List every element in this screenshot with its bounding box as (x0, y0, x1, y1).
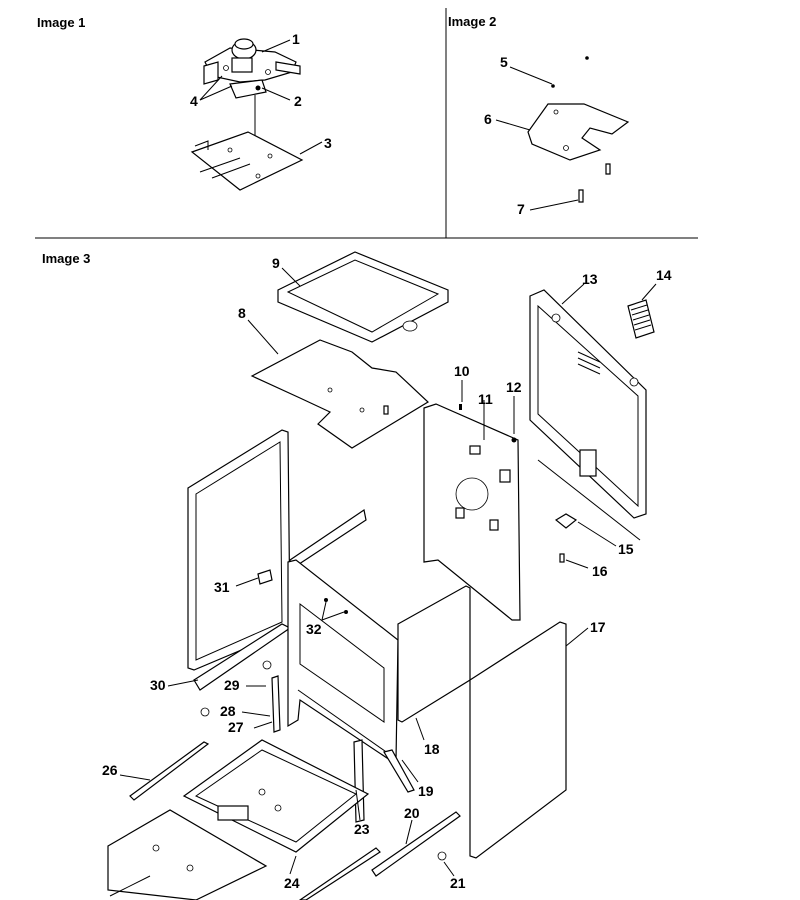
part-32-screws (324, 598, 348, 614)
callout-17: 17 (590, 619, 606, 635)
callout-8: 8 (238, 305, 246, 321)
callout-24: 24 (284, 875, 300, 891)
part-21-foot (437, 851, 447, 861)
callout-31: 31 (214, 579, 230, 595)
panel-title-image2: Image 2 (448, 14, 496, 29)
part-24-bottom-pan (182, 739, 370, 853)
callout-15: 15 (618, 541, 634, 557)
callout-23: 23 (354, 821, 370, 837)
part-29-foot (262, 660, 272, 670)
part-20-rail (371, 811, 461, 877)
part-12-screw (511, 437, 517, 443)
callout-18: 18 (424, 741, 440, 757)
part-15-block (554, 513, 578, 529)
part-8-heat-shield (250, 339, 429, 449)
part-lower-rail (298, 847, 381, 900)
callout-7: 7 (517, 201, 525, 217)
callout-10: 10 (454, 363, 470, 379)
panel-title-image1: Image 1 (37, 15, 85, 30)
callout-29: 29 (224, 677, 240, 693)
part-26-rail (129, 741, 210, 801)
callout-1: 1 (292, 31, 300, 47)
callout-30: 30 (150, 677, 166, 693)
part-11-back-wall (423, 403, 521, 621)
part-19-front-frame (287, 508, 415, 823)
part-18-inner-side (397, 585, 471, 723)
callout-27: 27 (228, 719, 244, 735)
callout-9: 9 (272, 255, 280, 271)
callout-3: 3 (324, 135, 332, 151)
callout-16: 16 (592, 563, 608, 579)
part-13-rear-panel (529, 289, 647, 541)
callout-20: 20 (404, 805, 420, 821)
callouts: 1 2 3 4 5 6 7 8 9 10 11 12 13 14 15 16 1… (102, 31, 672, 891)
callout-32: 32 (306, 621, 322, 637)
callout-4: 4 (190, 93, 198, 109)
callout-5: 5 (500, 54, 508, 70)
callout-13: 13 (582, 271, 598, 287)
callout-26: 26 (102, 762, 118, 778)
part-9-top-frame (277, 251, 449, 343)
callout-19: 19 (418, 783, 434, 799)
callout-12: 12 (506, 379, 522, 395)
part-28-foot (200, 707, 210, 717)
callout-2: 2 (294, 93, 302, 109)
callout-14: 14 (656, 267, 672, 283)
part-16-clip (559, 553, 565, 563)
part-31-bracket (257, 569, 273, 585)
image2-assembly (527, 56, 630, 203)
leader-lines (109, 39, 657, 897)
part-10-screw (459, 404, 462, 410)
image1-assembly (190, 38, 304, 191)
callout-28: 28 (220, 703, 236, 719)
callout-11: 11 (478, 391, 493, 407)
part-17-right-side-panel (469, 621, 567, 859)
part-14-vent (627, 299, 655, 339)
callout-6: 6 (484, 111, 492, 127)
callout-21: 21 (450, 875, 466, 891)
panel-title-image3: Image 3 (42, 251, 90, 266)
part-27-post (271, 675, 281, 733)
